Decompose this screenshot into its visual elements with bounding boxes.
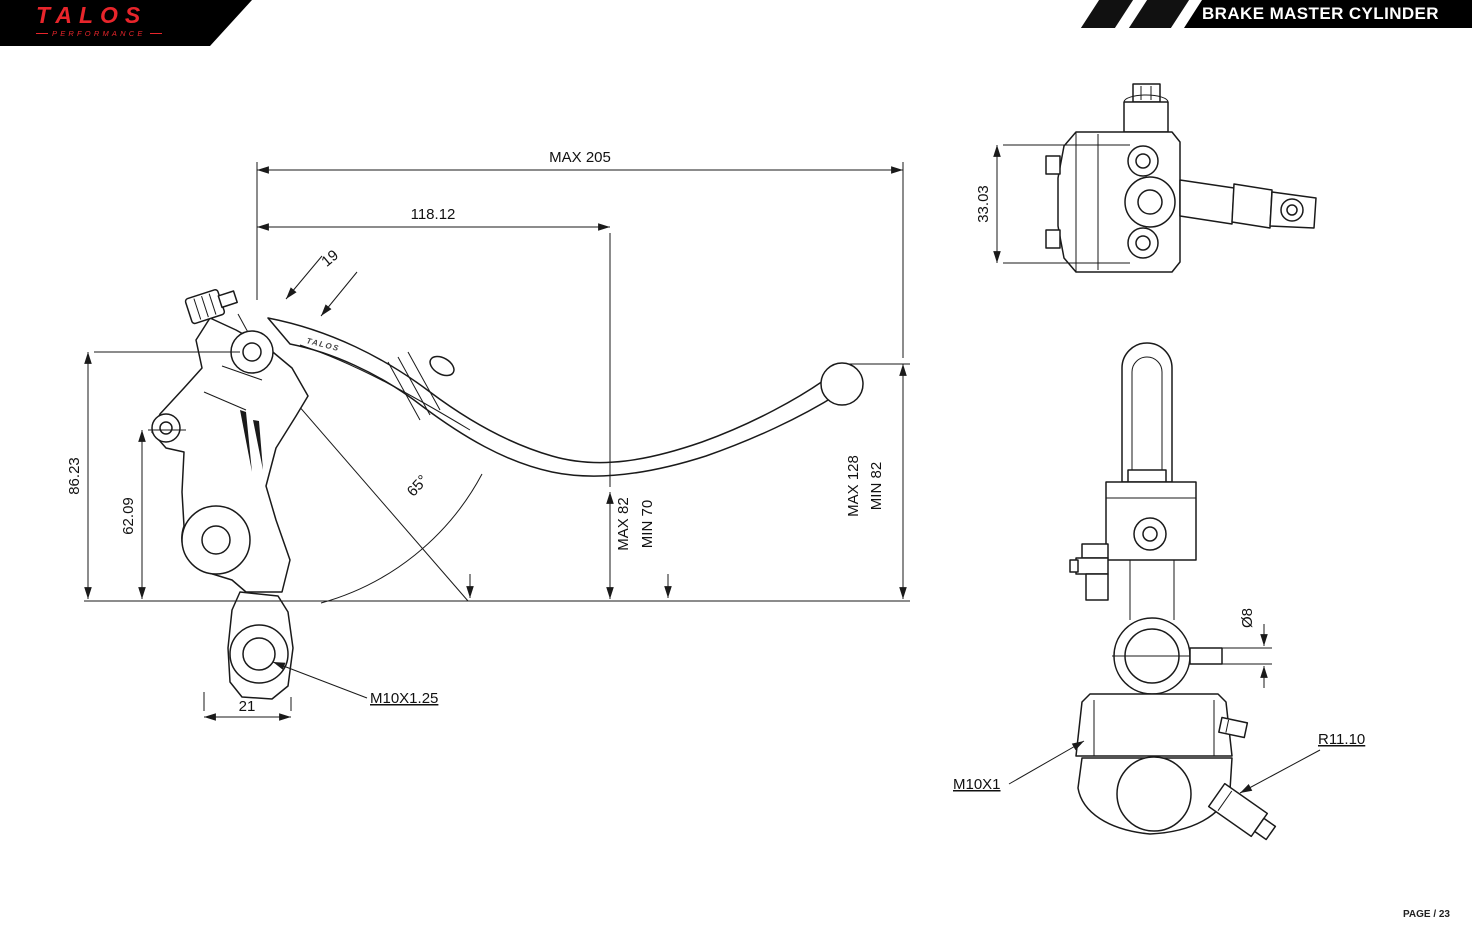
page-number: PAGE / 23 (1402, 909, 1450, 920)
angle-65-label: 65° (404, 472, 432, 500)
dim-pin-diameter-label: Ø8 (1239, 608, 1256, 628)
front-view-dimensions: Ø8 M10X1 R11.10 (953, 608, 1365, 794)
bleed-fitting (1218, 716, 1249, 739)
dim-height-total-label: 86.23 (66, 457, 83, 495)
brand-subtitle: PERFORMANCE (52, 29, 146, 38)
lever-pivot (230, 330, 274, 374)
dim-height-lower-label: 62.09 (120, 497, 137, 535)
lever-blade: TALOS (267, 317, 864, 477)
dim-adjuster-span-label: 19 (318, 247, 342, 271)
side-view: TALOS (66, 149, 910, 721)
clamp-radius-label: R11.10 (1318, 731, 1365, 748)
front-view-lower-body (1075, 693, 1277, 841)
brand-logo: TALOS (36, 2, 148, 28)
top-view: 33.03 (975, 83, 1317, 273)
dim-mount-width-label: 21 (239, 698, 256, 715)
front-view-pivot-block (1069, 469, 1197, 620)
lever-ball-end (820, 362, 864, 406)
master-cylinder-body (151, 317, 309, 593)
front-view-lever (1121, 342, 1173, 483)
mirror-mount-lug (227, 591, 294, 700)
span-adjuster-knob (184, 289, 238, 325)
top-view-cylinder (1123, 83, 1169, 133)
lever-pin (1189, 647, 1223, 665)
brand-banner: TALOS PERFORMANCE (0, 0, 252, 46)
outlet-fitting (1207, 782, 1277, 841)
top-view-lever-stub (1179, 179, 1317, 229)
dim-max-length-label: MAX 205 (549, 149, 611, 166)
dim-lever-drop-min-label: MIN 70 (639, 500, 656, 548)
page-title: BRAKE MASTER CYLINDER (1184, 0, 1472, 28)
front-view-bore (1112, 617, 1223, 695)
outlet-thread-label: M10X1 (953, 776, 1001, 793)
banjo-boss (1116, 756, 1192, 832)
dim-tip-height-max-label: MAX 128 (845, 455, 862, 517)
dim-tip-height-min-label: MIN 82 (868, 462, 885, 510)
dim-pivot-to-bend-label: 118.12 (411, 206, 456, 223)
dim-lever-drop-max-label: MAX 82 (615, 497, 632, 550)
mount-thread-label: M10X1.25 (370, 690, 438, 707)
top-view-dimensions: 33.03 (975, 144, 1130, 264)
mount-thread-hole (242, 637, 276, 671)
front-view: Ø8 M10X1 R11.10 (953, 342, 1365, 841)
brand-subtitle-row: PERFORMANCE (36, 29, 252, 38)
dim-bolt-spacing-label: 33.03 (975, 185, 992, 223)
top-view-body (1045, 131, 1181, 273)
